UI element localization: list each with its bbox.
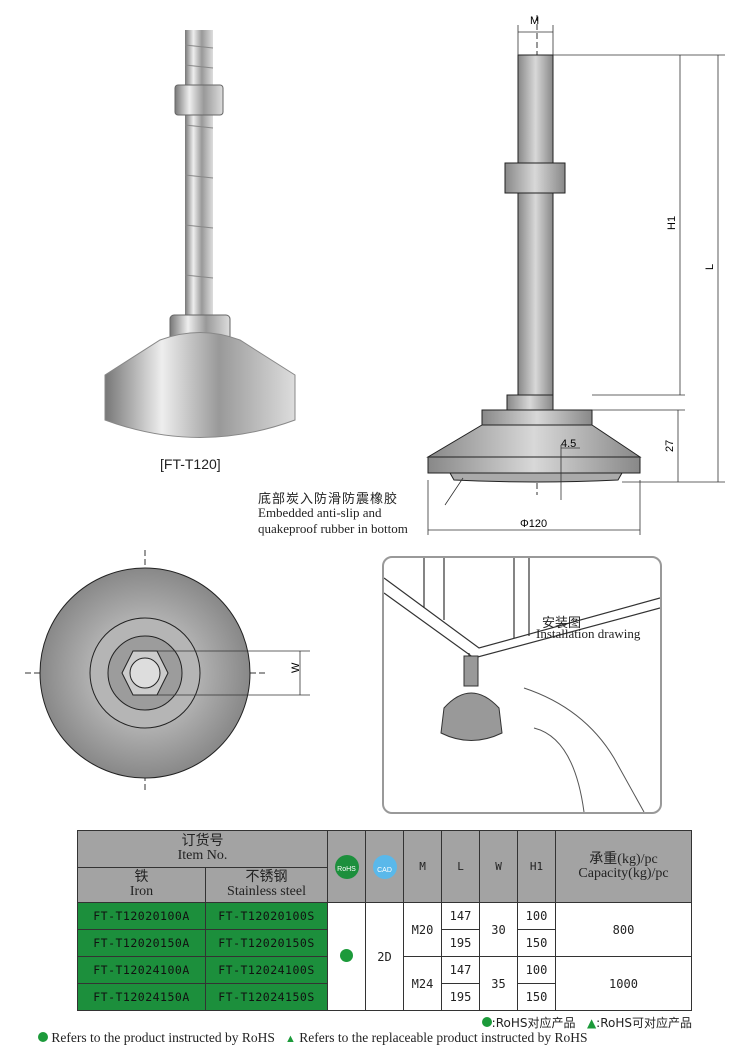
installation-title-zh: 安装图	[542, 615, 582, 630]
rohs-dot-icon	[38, 1032, 48, 1042]
item-no-en: Item No.	[177, 848, 228, 863]
w-value: 35	[479, 956, 518, 1011]
installation-drawing: 安装图 Installation drawing	[382, 556, 662, 814]
table-row: FT-T12024100A FT-T12024100S M24 147 35 1…	[77, 956, 692, 1011]
l-value: 147	[441, 902, 480, 930]
side-view-drawing: M H1 L 27 4.5 Φ120	[426, 15, 725, 535]
ss-code: FT-T12020150S	[205, 929, 328, 957]
iron-code: FT-T12020150A	[77, 929, 206, 957]
triangle-icon: ▲	[284, 1033, 296, 1045]
dim-m: M	[530, 15, 539, 27]
rohs-dot-icon	[340, 948, 353, 962]
iron-zh: 铁	[134, 870, 149, 885]
ss-zh: 不锈钢	[245, 870, 288, 885]
dim-diameter: Φ120	[520, 518, 547, 530]
ss-code: FT-T12020100S	[205, 902, 328, 930]
l-value: 195	[441, 929, 480, 957]
h1-value: 100	[517, 956, 556, 984]
iron-en: Iron	[129, 884, 154, 899]
iron-code: FT-T12020100A	[77, 902, 206, 930]
product-photo	[104, 30, 296, 438]
ss-code: FT-T12024100S	[205, 956, 328, 984]
cad-icon: CAD	[372, 854, 397, 879]
installation-title-en: Installation drawing	[536, 626, 641, 641]
dim-w: W	[290, 662, 302, 673]
cap-value: 800	[555, 902, 692, 957]
cad-value: 2D	[365, 902, 404, 1011]
iron-code: FT-T12024100A	[77, 956, 206, 984]
legend-zh2: :RoHS可对应产品	[596, 1016, 692, 1030]
rubber-note-en2: quakeproof rubber in bottom	[258, 521, 408, 536]
table-row: FT-T12020150A FT-T12020150S 195 150	[77, 929, 692, 957]
top-view-drawing: W	[25, 550, 310, 790]
ss-en: Stainless steel	[227, 884, 306, 899]
legend-zh: :RoHS对应产品 ▲:RoHS可对应产品	[481, 1014, 692, 1031]
cap-en: Capacity(kg)/pc	[578, 865, 669, 881]
legend-en2: Refers to the replaceable product instru…	[299, 1030, 588, 1045]
cap-zh: 承重(kg)/pc	[589, 851, 658, 867]
iron-code: FT-T12024150A	[77, 983, 206, 1011]
triangle-icon: ▲	[586, 1016, 597, 1030]
product-label: [FT-T120]	[160, 456, 221, 472]
col-l: L	[441, 830, 480, 903]
ss-code: FT-T12024150S	[205, 983, 328, 1011]
dim-27: 27	[664, 440, 676, 452]
col-w: W	[479, 830, 518, 903]
table-row: FT-T12024150A FT-T12024150S 195 150	[77, 983, 692, 1011]
table-row: FT-T12020100A FT-T12020100S 2D M20 147 3…	[77, 902, 692, 1011]
col-h1: H1	[517, 830, 556, 903]
h1-value: 100	[517, 902, 556, 930]
dim-4-5: 4.5	[561, 438, 576, 450]
col-m: M	[403, 830, 442, 903]
rubber-note-en1: Embedded anti-slip and	[258, 505, 382, 520]
rohs-icon: RoHS	[334, 854, 359, 879]
h1-value: 150	[517, 929, 556, 957]
item-no-zh: 订货号	[181, 834, 224, 849]
cap-value: 1000	[555, 956, 692, 1011]
m-value: M20	[403, 902, 442, 957]
legend-en1: Refers to the product instructed by RoHS	[51, 1030, 275, 1045]
h1-value: 150	[517, 983, 556, 1011]
l-value: 195	[441, 983, 480, 1011]
dim-l: L	[704, 264, 716, 270]
dim-h1: H1	[666, 216, 678, 230]
m-value: M24	[403, 956, 442, 1011]
l-value: 147	[441, 956, 480, 984]
rohs-dot-icon	[481, 1017, 492, 1027]
w-value: 30	[479, 902, 518, 957]
legend-en: Refers to the product instructed by RoHS…	[38, 1030, 588, 1046]
legend-zh1: :RoHS对应产品	[491, 1016, 576, 1030]
rubber-note-zh: 底部炭入防滑防震橡胶	[258, 491, 399, 506]
